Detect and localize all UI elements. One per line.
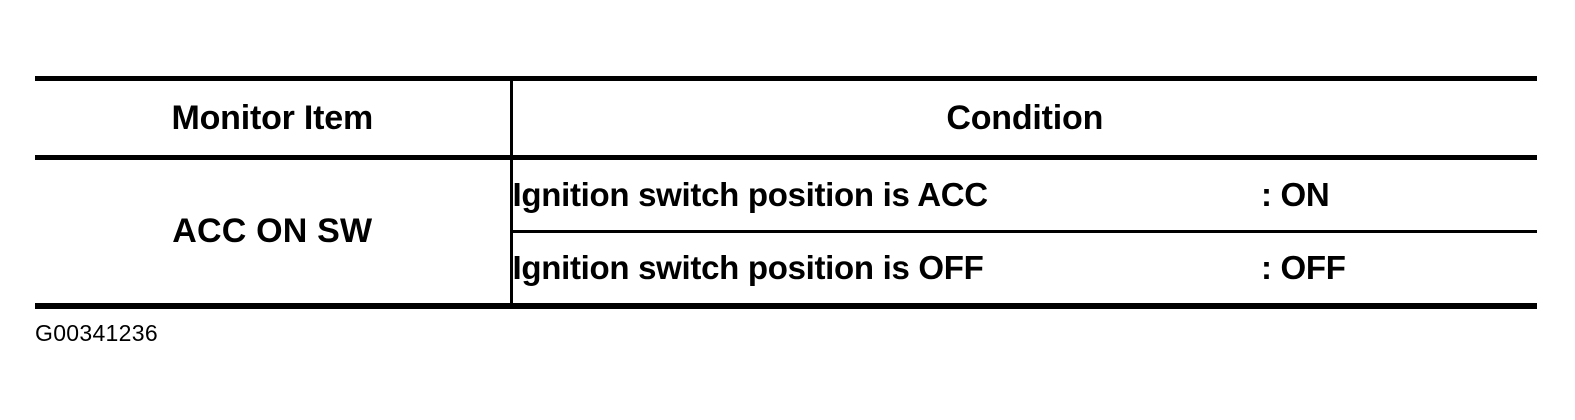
cell-condition-description-2: Ignition switch position is OFF — [511, 230, 1261, 303]
table-header-row: Monitor Item Condition — [35, 81, 1537, 155]
cell-monitor-item-name: ACC ON SW — [35, 160, 513, 303]
table-top-rule — [35, 76, 1537, 81]
table-row: Ignition switch position is OFF : OFF — [35, 230, 1537, 303]
cell-condition-description-1: Ignition switch position is ACC — [511, 160, 1261, 232]
cell-condition-value-1: : ON — [1261, 160, 1537, 232]
monitor-item-table-body: ACC ON SW Ignition switch position is AC… — [35, 160, 1537, 303]
monitor-item-table: Monitor Item Condition — [35, 81, 1537, 155]
figure-caption: G00341236 — [35, 320, 158, 346]
table-row: ACC ON SW Ignition switch position is AC… — [35, 160, 1537, 303]
cell-condition-value-2: : OFF — [1261, 230, 1537, 303]
table-header-rule — [35, 155, 1537, 160]
table-bottom-rule — [35, 303, 1537, 309]
header-condition: Condition — [511, 81, 1537, 155]
monitor-item-table-wrapper: Monitor Item Condition ACC ON SW Ignitio… — [35, 76, 1537, 309]
header-monitor-item: Monitor Item — [35, 81, 513, 155]
